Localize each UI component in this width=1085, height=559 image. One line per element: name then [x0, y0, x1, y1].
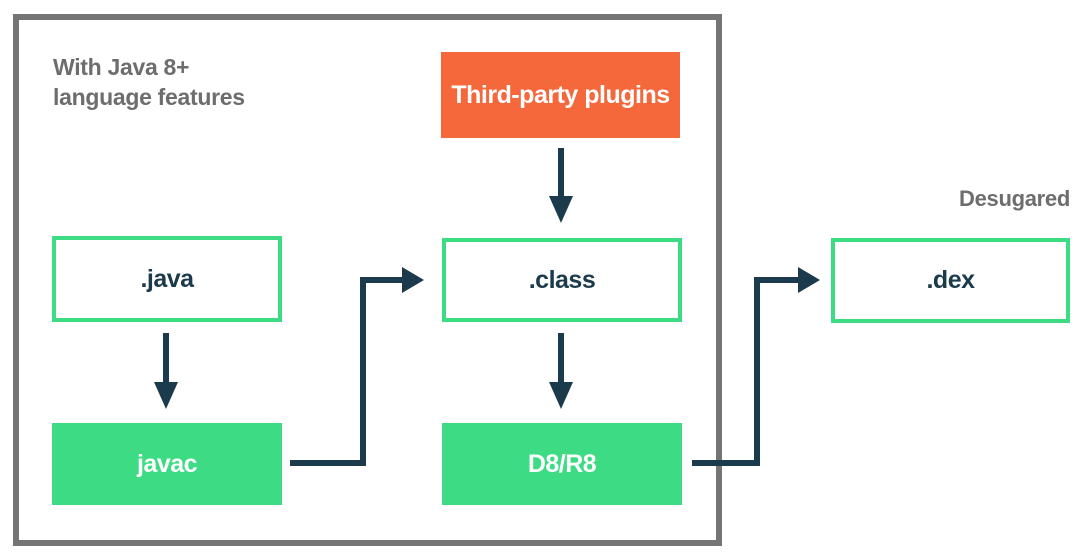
node-third-party-plugins: Third-party plugins [441, 52, 680, 138]
arrow-class-to-d8r8-line [558, 333, 564, 383]
desugared-label: Desugared [958, 186, 1070, 211]
connector-d8r8-to-dex-arrowhead-icon [798, 267, 820, 293]
node-d8r8: D8/R8 [442, 423, 682, 505]
connector-javac-to-class-bottom [290, 460, 366, 466]
connector-javac-to-class-arrowhead-icon [402, 267, 424, 293]
arrow-class-to-d8r8-arrowhead-icon [549, 382, 573, 409]
node-dex: .dex [831, 238, 1070, 323]
connector-javac-to-class-vertical [360, 277, 366, 466]
connector-d8r8-to-dex-bottom [692, 460, 760, 466]
arrow-plugins-to-class-line [558, 148, 564, 197]
node-class-label: .class [528, 265, 596, 294]
node-d8r8-label: D8/R8 [527, 449, 597, 478]
node-javac: javac [52, 423, 282, 505]
node-dex-label: .dex [926, 266, 975, 294]
arrow-java-to-javac-line [163, 333, 169, 383]
arrow-plugins-to-class-arrowhead-icon [549, 196, 573, 223]
node-third-party-plugins-label: Third-party plugins [451, 80, 670, 109]
java8-note: With Java 8+ language features [53, 54, 245, 110]
node-class: .class [442, 238, 682, 322]
arrow-java-to-javac-arrowhead-icon [154, 382, 178, 409]
node-java-label: .java [140, 264, 194, 293]
connector-d8r8-to-dex-vertical [754, 277, 760, 466]
node-javac-label: javac [136, 449, 198, 478]
connector-d8r8-to-dex-top [754, 277, 799, 283]
connector-javac-to-class-top [360, 277, 403, 283]
node-java: .java [52, 236, 282, 322]
